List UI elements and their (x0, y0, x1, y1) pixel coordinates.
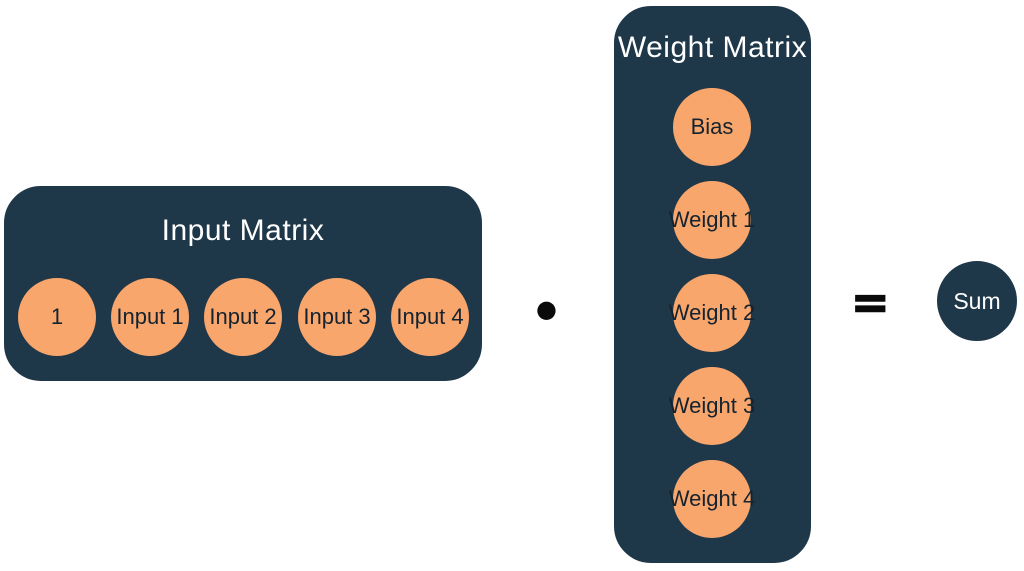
weight-node-3: Weight 3 (669, 367, 755, 445)
input-node-bias-one: 1 (18, 278, 96, 356)
weight-matrix-title: Weight Matrix (617, 31, 808, 64)
weight-node-label: Weight 3 (668, 393, 756, 418)
input-node-1: Input 1 (111, 278, 189, 356)
weight-node-2: Weight 2 (669, 274, 755, 352)
weight-node-label: Bias (690, 114, 734, 139)
input-node-3: Input 3 (298, 278, 376, 356)
input-node-label: Input 3 (303, 304, 371, 329)
input-node-label: 1 (50, 304, 64, 329)
weight-node-label: Weight 1 (668, 207, 756, 232)
weight-node-bias: Bias (673, 88, 751, 166)
weight-node-label: Weight 4 (668, 486, 756, 511)
input-node-label: Input 1 (116, 304, 184, 329)
input-node-4: Input 4 (391, 278, 469, 356)
equals-operator: = (850, 275, 890, 329)
input-node-label: Input 2 (209, 304, 277, 329)
input-matrix-title: Input Matrix (161, 214, 325, 247)
input-node-2: Input 2 (204, 278, 282, 356)
weight-node-label: Weight 2 (668, 300, 756, 325)
sum-node-label: Sum (953, 287, 1001, 314)
weight-node-4: Weight 4 (669, 460, 755, 538)
input-node-label: Input 4 (396, 304, 464, 329)
weight-node-1: Weight 1 (669, 181, 755, 259)
multiply-dot-operator: ● (536, 295, 557, 323)
sum-node: Sum (934, 258, 1020, 344)
